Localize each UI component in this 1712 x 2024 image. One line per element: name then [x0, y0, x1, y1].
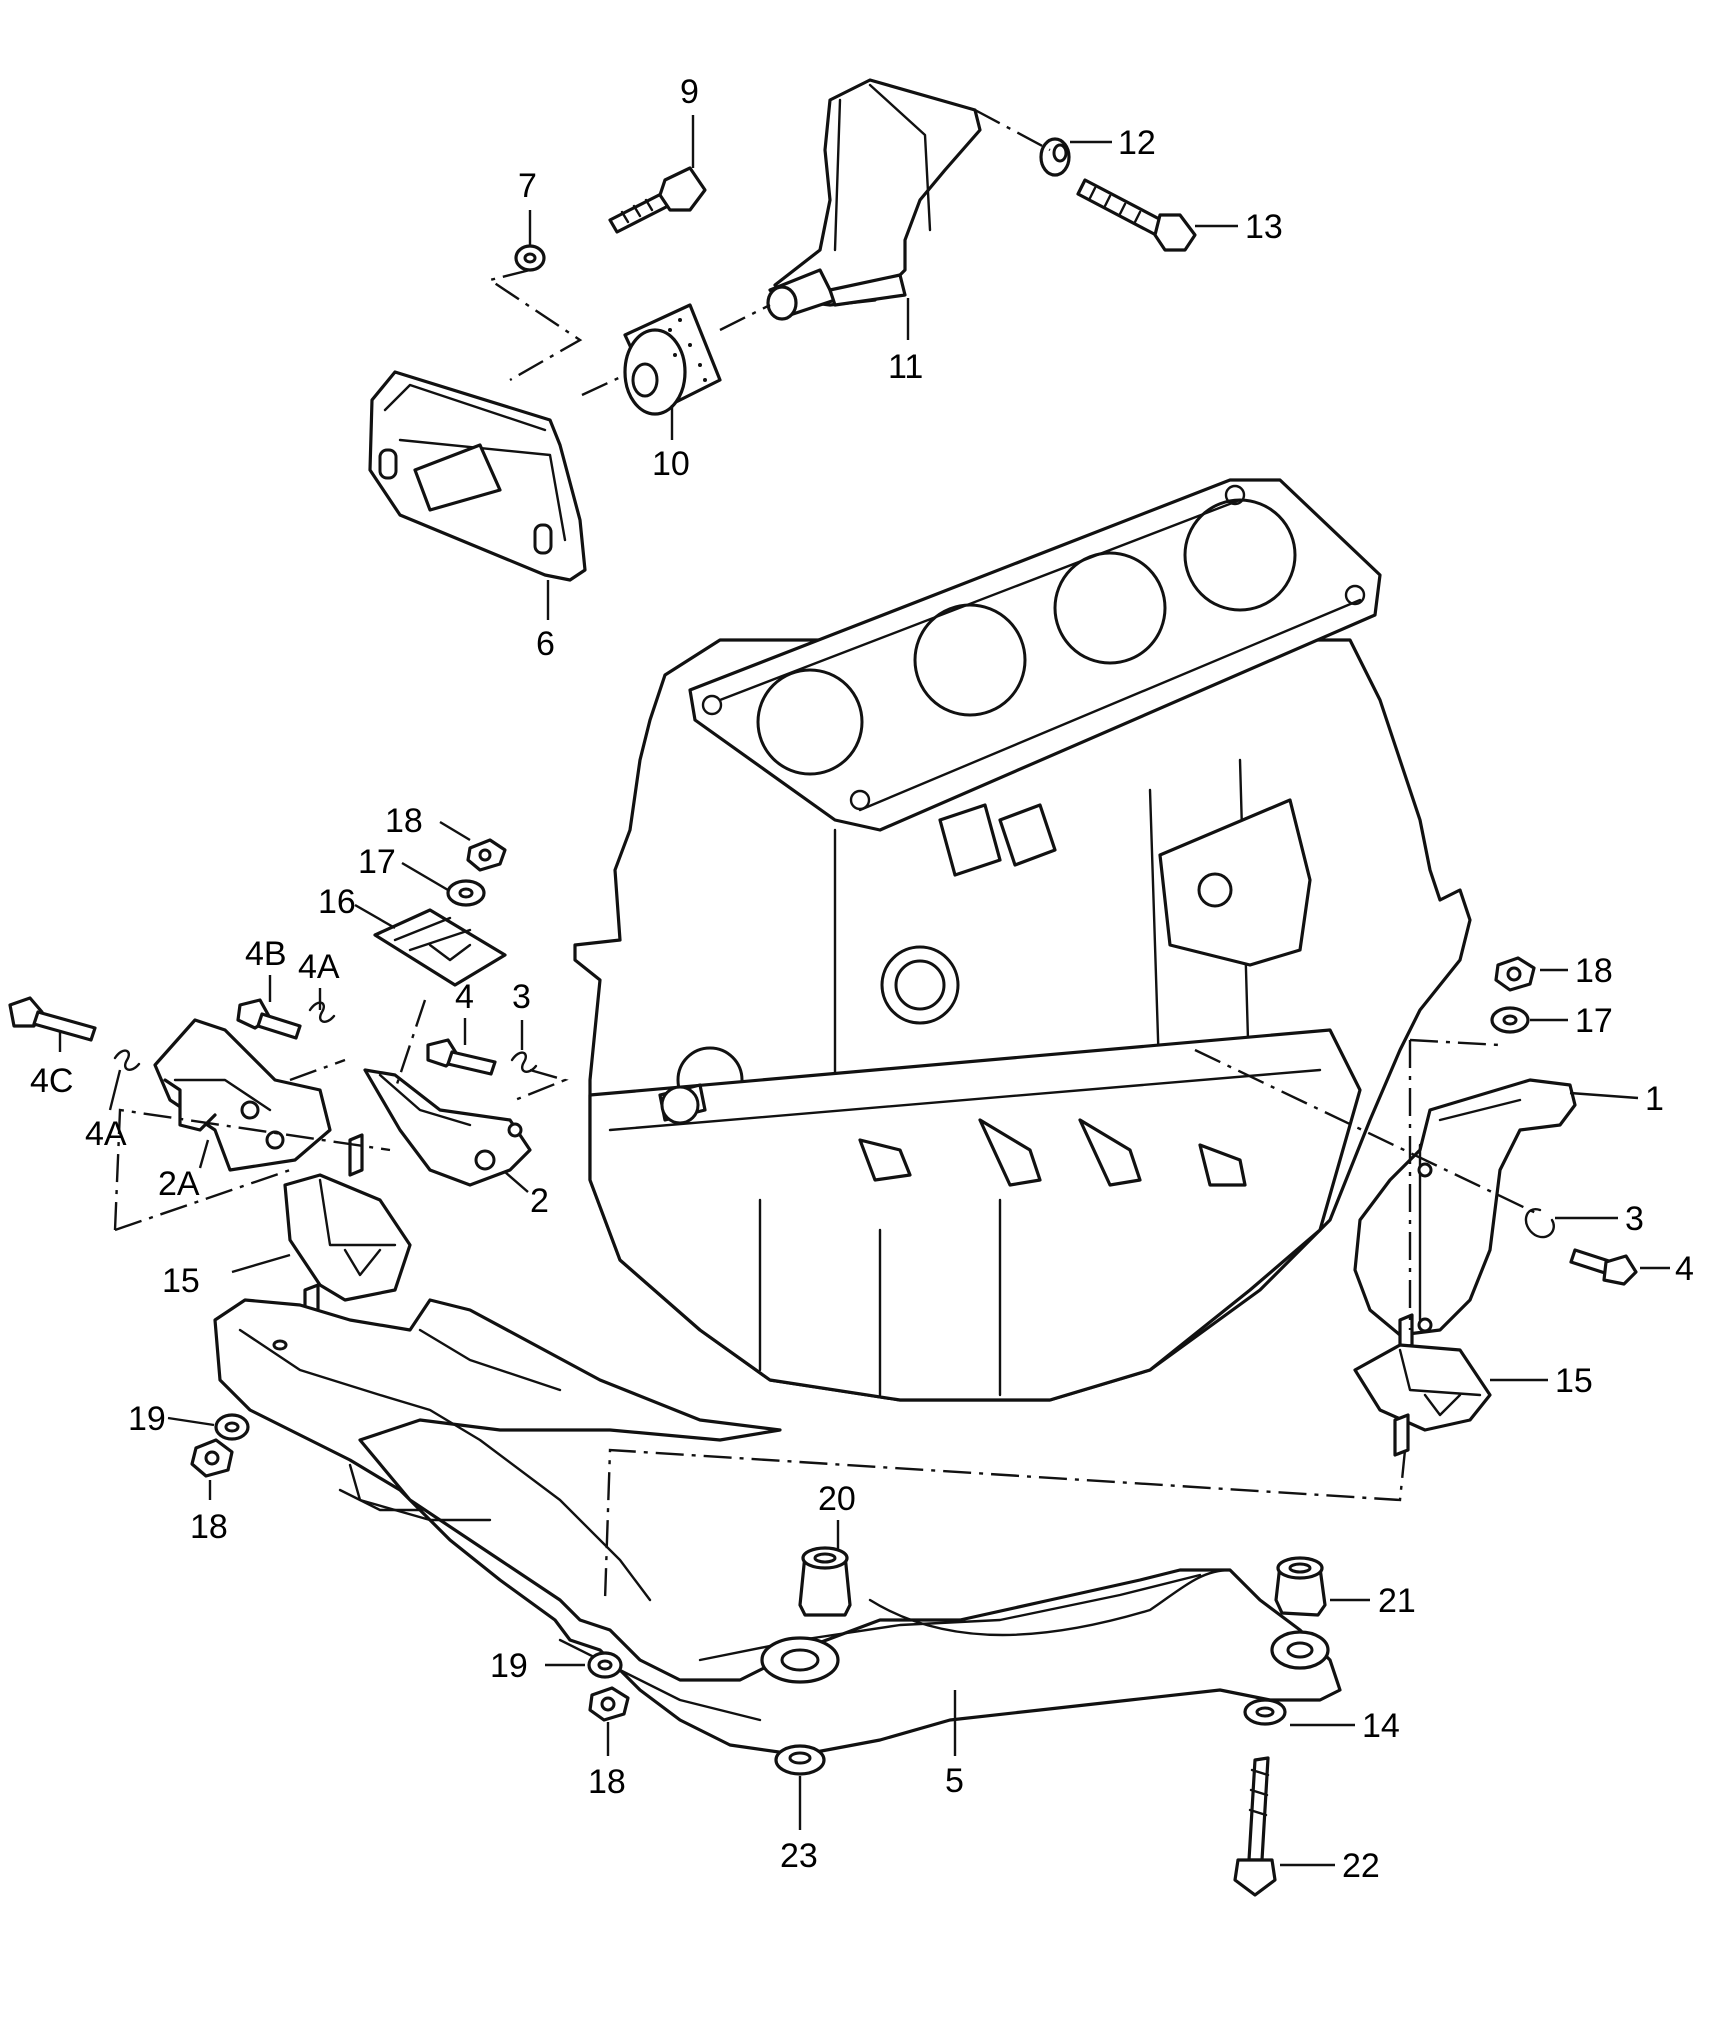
part-19-washer-left-lower — [214, 1413, 250, 1441]
label-9: 9 — [680, 73, 699, 111]
part-18-nut-right — [1494, 956, 1536, 992]
label-4C: 4C — [30, 1062, 73, 1100]
label-17-right: 17 — [1575, 1002, 1613, 1040]
part-13-bolt — [1076, 178, 1197, 252]
part-1-mount-bracket-right — [1353, 1078, 1577, 1337]
label-7: 7 — [518, 167, 537, 205]
label-3-left: 3 — [512, 978, 531, 1016]
label-2A: 2A — [158, 1165, 200, 1203]
part-4C-bolt — [8, 996, 97, 1042]
part-19-washer-lower — [587, 1651, 623, 1679]
label-17-top-left: 17 — [358, 843, 396, 881]
label-19-left: 19 — [128, 1400, 166, 1438]
label-4-left: 4 — [455, 978, 474, 1016]
label-2: 2 — [530, 1182, 549, 1220]
assembly-lines — [113, 108, 1541, 1601]
part-4B-bolt — [236, 998, 302, 1040]
label-22: 22 — [1342, 1847, 1380, 1885]
part-15-mount-right — [1353, 1313, 1492, 1457]
part-11-bracket-arm — [766, 78, 982, 321]
label-16: 16 — [318, 883, 356, 921]
label-12: 12 — [1118, 124, 1156, 162]
label-18-right: 18 — [1575, 952, 1613, 990]
part-5-subframe — [213, 1298, 1342, 1757]
label-18-left-lower: 18 — [190, 1508, 228, 1546]
part-18-nut-lower — [588, 1686, 630, 1722]
part-4-bolt-right — [1569, 1248, 1638, 1286]
engine-block — [573, 478, 1472, 1402]
part-22-bolt — [1233, 1756, 1277, 1897]
part-18-nut-left-lower — [190, 1438, 234, 1478]
label-4B: 4B — [245, 935, 287, 973]
label-5: 5 — [945, 1762, 964, 1800]
label-3-right: 3 — [1625, 1200, 1644, 1238]
label-11: 11 — [888, 348, 923, 386]
part-9-bolt — [608, 166, 707, 234]
part-21-bushing — [1274, 1556, 1327, 1617]
label-4A-lower: 4A — [85, 1115, 127, 1153]
label-4-right: 4 — [1675, 1250, 1694, 1288]
label-23: 23 — [780, 1837, 818, 1875]
label-18-lower: 18 — [588, 1763, 626, 1801]
part-14-washer — [1243, 1698, 1287, 1726]
part-7-washer — [514, 244, 546, 272]
part-16-bracket-pad — [373, 908, 507, 987]
label-13: 13 — [1245, 208, 1283, 246]
part-2-bracket — [363, 1068, 532, 1187]
part-4-bolt-left — [426, 1038, 497, 1076]
label-14: 14 — [1362, 1707, 1400, 1745]
label-21: 21 — [1378, 1582, 1416, 1620]
leader-lines — [58, 115, 1670, 1867]
label-18-top-left: 18 — [385, 802, 423, 840]
label-6: 6 — [536, 625, 555, 663]
part-3-clip-right — [1524, 1208, 1555, 1239]
label-20: 20 — [818, 1480, 856, 1518]
part-17-washer-right — [1490, 1006, 1530, 1034]
part-6-mount-plate — [368, 370, 587, 582]
part-17-washer-left — [446, 879, 486, 907]
part-15-mount-left — [283, 1133, 412, 1327]
part-23-grommet — [774, 1744, 826, 1776]
label-19-lower: 19 — [490, 1647, 528, 1685]
label-10: 10 — [652, 445, 690, 483]
label-15-right: 15 — [1555, 1362, 1593, 1400]
lock-washers-left — [113, 1001, 538, 1073]
part-18-nut-left-top — [466, 838, 507, 872]
part-20-bushing — [798, 1546, 852, 1617]
part-2A-bracket — [153, 1018, 332, 1172]
part-12-clip-washer — [1039, 137, 1071, 177]
callout-labels: 9 7 12 13 11 10 6 18 17 16 4B 4A 4 3 4C … — [30, 73, 1694, 1885]
label-15-left: 15 — [162, 1262, 200, 1300]
label-1: 1 — [1645, 1080, 1664, 1118]
part-10-bushing — [623, 303, 722, 416]
label-4A-upper: 4A — [298, 948, 340, 986]
